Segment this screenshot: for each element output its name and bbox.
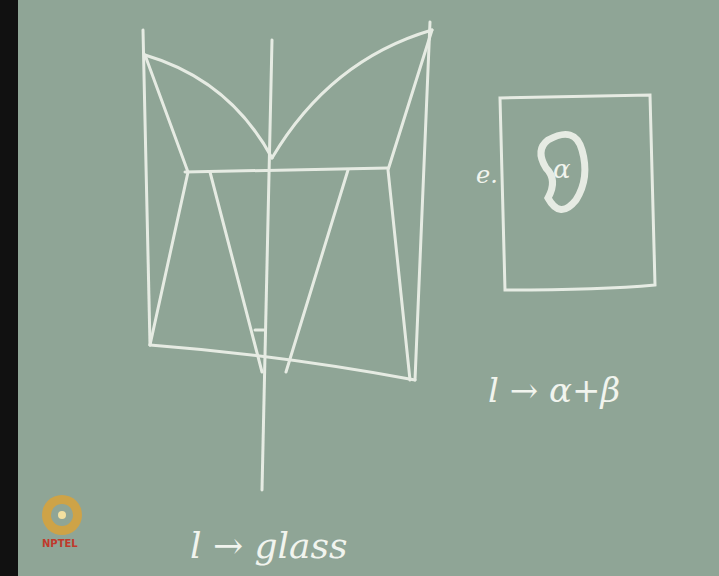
phase-label: e. [476,162,498,188]
tick [255,329,264,332]
solvus-right [388,30,432,380]
nptel-logo [42,495,82,535]
bottom-axis [150,345,415,380]
composition-line [262,40,272,490]
eutectic-line [185,168,388,172]
frame-edge [0,0,18,576]
grain-blob [541,134,585,209]
reaction-note: l → α+β [488,372,620,409]
solvus-left [145,55,188,345]
inner-line-left [210,172,262,372]
phase-symbol: α [553,155,571,184]
liquidus-right [272,30,432,158]
inner-line-right [286,170,348,372]
left-axis [143,30,150,345]
watermark: NPTEL [42,538,78,549]
reaction-note: l → glass [190,526,348,566]
micrograph-box [500,95,655,290]
